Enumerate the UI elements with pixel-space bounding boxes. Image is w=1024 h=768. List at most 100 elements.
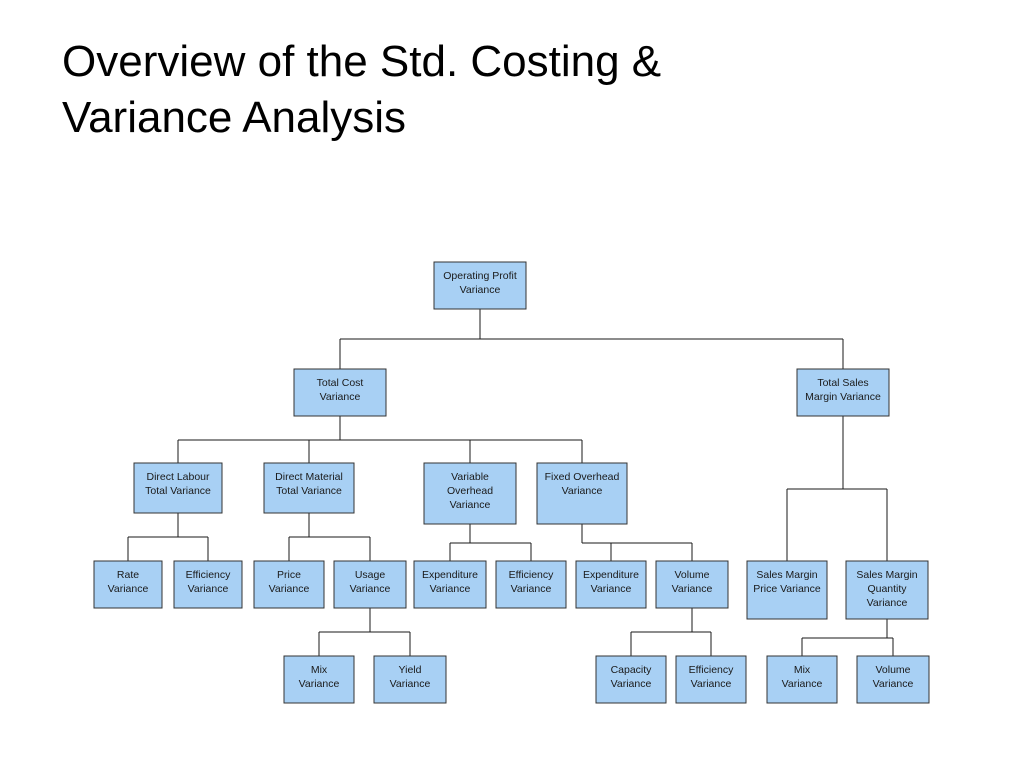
node-label: Direct Labour	[146, 471, 210, 483]
node-box	[495, 560, 567, 609]
node-box	[433, 261, 527, 310]
node-label: Variance	[269, 583, 310, 595]
node-box	[333, 560, 407, 609]
node-label: Variance	[460, 284, 501, 296]
node-label: Expenditure	[422, 569, 478, 581]
node-box	[283, 655, 355, 704]
node-label: Direct Material	[275, 471, 343, 483]
node-label: Variance	[390, 678, 431, 690]
node-label: Price Variance	[753, 583, 821, 595]
node-box	[263, 462, 355, 514]
node-box	[856, 655, 930, 704]
node-label: Rate	[117, 569, 139, 581]
node-box	[655, 560, 729, 609]
node-box	[536, 462, 628, 525]
node-box	[373, 655, 447, 704]
slide-title: Overview of the Std. Costing & Variance …	[62, 34, 661, 146]
node-label: Expenditure	[583, 569, 639, 581]
node-box	[746, 560, 828, 620]
node-label: Variance	[511, 583, 552, 595]
slide-title-line-2: Variance Analysis	[62, 93, 407, 142]
node-label: Efficiency	[689, 664, 734, 676]
node-label: Variance	[430, 583, 471, 595]
node-label: Operating Profit	[443, 270, 517, 282]
node-box	[595, 655, 667, 704]
node-box	[293, 368, 387, 417]
node-label: Variance	[299, 678, 340, 690]
node-box	[173, 560, 243, 609]
node-label: Variance	[591, 583, 632, 595]
node-label: Variance	[782, 678, 823, 690]
node-box	[766, 655, 838, 704]
node-label: Total Cost	[317, 377, 364, 389]
node-label: Variance	[188, 583, 229, 595]
node-label: Efficiency	[186, 569, 231, 581]
node-label: Variance	[320, 391, 361, 403]
node-box	[93, 560, 163, 609]
node-label: Volume	[875, 664, 910, 676]
node-label: Variance	[611, 678, 652, 690]
node-label: Variance	[672, 583, 713, 595]
node-label: Variance	[108, 583, 149, 595]
node-label: Mix	[794, 664, 811, 676]
node-label: Fixed Overhead	[545, 471, 620, 483]
node-box	[253, 560, 325, 609]
node-box	[845, 560, 929, 620]
node-label: Variance	[350, 583, 391, 595]
slide-title-line-1: Overview of the Std. Costing &	[62, 37, 662, 86]
connector-lines	[127, 309, 894, 656]
node-label: Margin Variance	[805, 391, 881, 403]
node-label: Price	[277, 569, 301, 581]
node-box	[675, 655, 747, 704]
node-label: Variance	[562, 485, 603, 497]
node-box	[423, 462, 517, 525]
node-label: Quantity	[867, 583, 907, 595]
node-label: Yield	[399, 664, 422, 676]
node-label: Volume	[674, 569, 709, 581]
node-label: Total Variance	[276, 485, 342, 497]
node-label: Variance	[450, 499, 491, 511]
node-box	[796, 368, 890, 417]
node-box	[413, 560, 487, 609]
node-label: Mix	[311, 664, 328, 676]
node-label: Capacity	[611, 664, 653, 676]
node-label: Total Sales	[817, 377, 868, 389]
node-label: Variable	[451, 471, 489, 483]
node-box	[133, 462, 223, 514]
node-label: Sales Margin	[756, 569, 817, 581]
node-label: Variance	[873, 678, 914, 690]
node-label: Overhead	[447, 485, 493, 497]
node-label: Efficiency	[509, 569, 554, 581]
node-label: Variance	[867, 597, 908, 609]
node-label: Sales Margin	[856, 569, 917, 581]
node-label: Variance	[691, 678, 732, 690]
node-label: Total Variance	[145, 485, 211, 497]
node-box	[575, 560, 647, 609]
node-label: Usage	[355, 569, 386, 581]
